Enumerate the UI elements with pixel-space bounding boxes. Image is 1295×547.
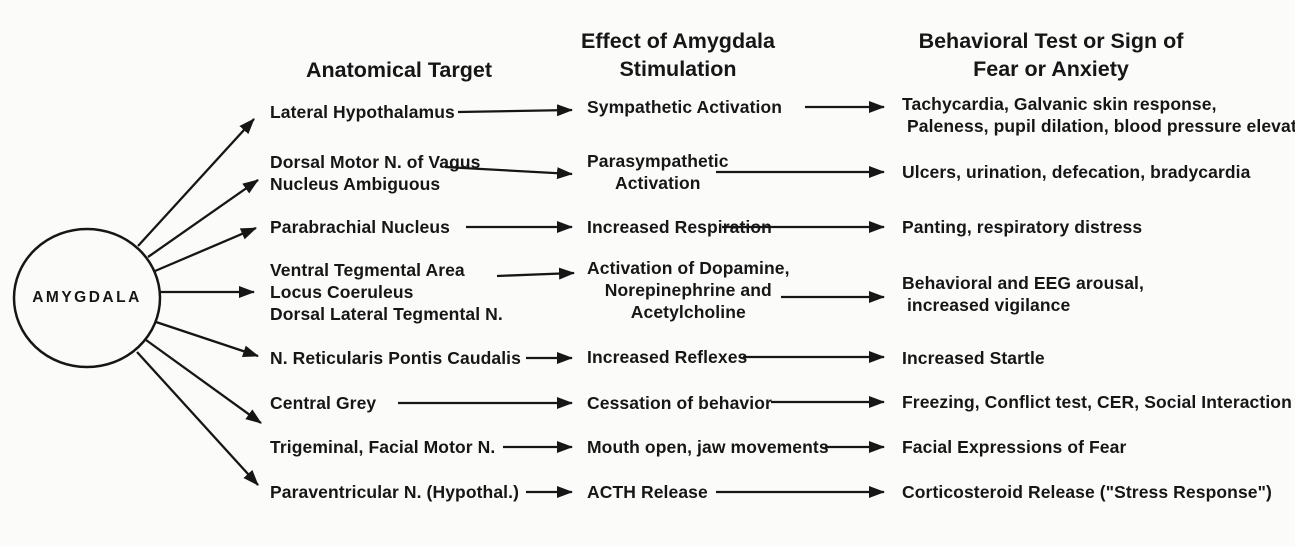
target-label-4: Ventral Tegmental Area Locus Coeruleus D… — [270, 260, 503, 324]
target-label-5: N. Reticularis Pontis Caudalis — [270, 348, 521, 368]
behavior-label-6: Freezing, Conflict test, CER, Social Int… — [902, 392, 1292, 412]
column-header-effect: Effect of Amygdala Stimulation — [581, 29, 775, 81]
effect-label-3: Increased Respiration — [587, 217, 772, 237]
behavior-label-1: Tachycardia, Galvanic skin response, Pal… — [902, 94, 1295, 136]
radial-arrow-nucleus-ambiguous — [147, 179, 259, 258]
effect-label-1: Sympathetic Activation — [587, 97, 783, 117]
target-label-8: Paraventricular N. (Hypothal.) — [270, 482, 520, 502]
column-header-anatomical-target: Anatomical Target — [306, 58, 492, 82]
target-label-2: Dorsal Motor N. of Vagus Nucleus Ambiguo… — [270, 152, 481, 194]
amygdala-label: AMYGDALA — [32, 289, 142, 306]
radial-arrow-lateral-hypothalamus — [137, 118, 255, 247]
target-label-1: Lateral Hypothalamus — [270, 102, 455, 122]
arrow-target-effect-2 — [444, 165, 573, 180]
behavior-label-5: Increased Startle — [902, 348, 1045, 368]
effect-label-4: Activation of Dopamine, Norepinephrine a… — [587, 258, 790, 322]
target-to-effect-arrows — [398, 104, 575, 498]
effect-label-6: Cessation of behavior — [587, 393, 772, 413]
target-label-6: Central Grey — [270, 393, 377, 413]
effect-label-7: Mouth open, jaw movements — [587, 437, 829, 457]
effect-label-2: Parasympathetic Activation — [587, 151, 729, 193]
arrow-target-effect-4 — [496, 267, 575, 280]
amygdala-circle — [12, 227, 162, 369]
effect-to-behavior-arrows — [716, 101, 885, 498]
target-label-7: Trigeminal, Facial Motor N. — [270, 437, 496, 457]
radial-arrow-parabrachial — [154, 226, 257, 273]
behavior-label-7: Facial Expressions of Fear — [902, 437, 1127, 457]
radial-arrow-paraventricular — [136, 351, 259, 486]
column-header-behavior: Behavioral Test or Sign of Fear or Anxie… — [918, 29, 1184, 81]
radial-arrow-reticularis — [155, 320, 259, 358]
behavior-label-8: Corticosteroid Release ("Stress Response… — [902, 482, 1272, 502]
radial-arrows — [136, 118, 262, 486]
behavior-label-4: Behavioral and EEG arousal, increased vi… — [902, 273, 1144, 315]
effect-label-8: ACTH Release — [587, 482, 708, 502]
behavior-label-2: Ulcers, urination, defecation, bradycard… — [902, 162, 1251, 182]
arrow-target-effect-1 — [457, 104, 573, 117]
effect-label-5: Increased Reflexes — [587, 347, 748, 367]
target-label-3: Parabrachial Nucleus — [270, 217, 450, 237]
radial-arrow-trigeminal — [145, 339, 262, 424]
behavior-label-3: Panting, respiratory distress — [902, 217, 1143, 237]
